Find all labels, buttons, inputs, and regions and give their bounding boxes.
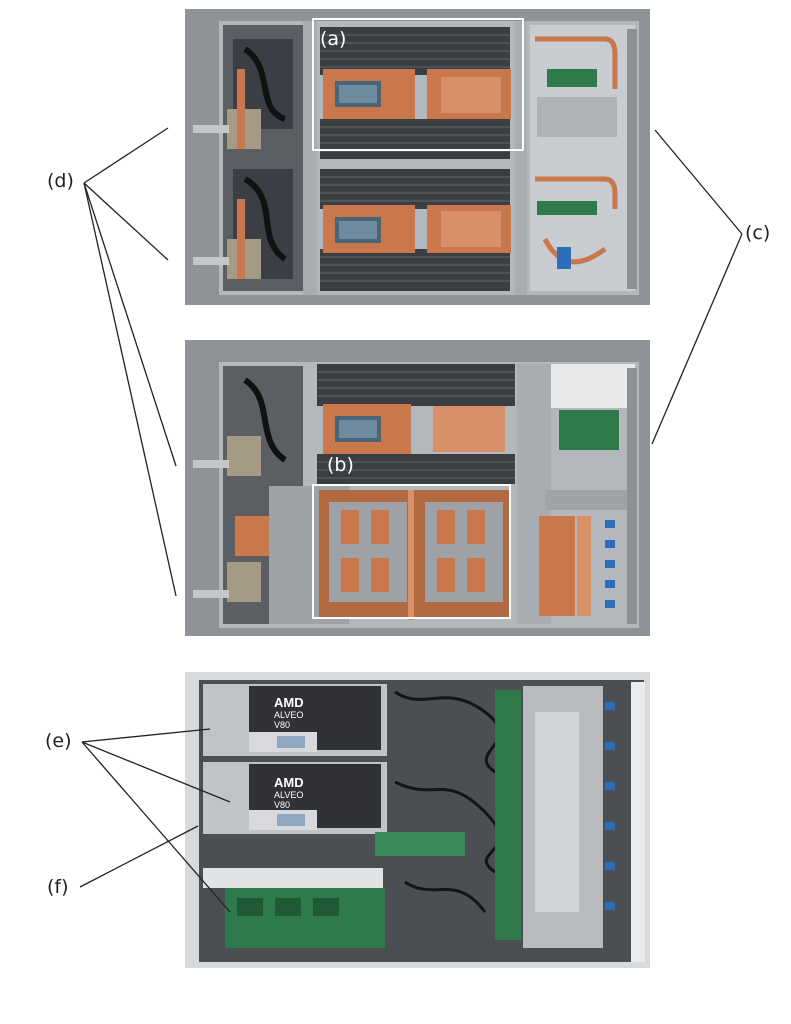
leader-line-c-1 <box>654 129 743 235</box>
card-1-label: AMD ALVEO V80 <box>274 695 334 731</box>
leader-line-e-1 <box>81 728 211 743</box>
leader-line-d-3 <box>83 182 177 467</box>
card-1-model-line2: V80 <box>274 720 291 730</box>
highlight-box-b <box>312 484 511 619</box>
card-2-model-line2: V80 <box>274 800 291 810</box>
card-1-brand: AMD <box>274 695 304 710</box>
server-photo-middle <box>185 340 650 636</box>
leader-line-e-2 <box>81 741 231 803</box>
label-f: (f) <box>47 876 69 898</box>
leader-line-c-2 <box>651 233 743 445</box>
leader-line-d-4 <box>83 182 177 597</box>
highlight-box-a <box>312 18 524 151</box>
label-b: (b) <box>327 454 354 476</box>
server-photo-bottom-image <box>185 672 650 968</box>
leader-line-d-1 <box>83 127 169 184</box>
leader-line-e-3 <box>81 741 231 913</box>
label-a: (a) <box>320 28 347 50</box>
leader-line-d-2 <box>83 182 169 261</box>
card-2-label: AMD ALVEO V80 <box>274 775 334 811</box>
label-e: (e) <box>45 730 72 752</box>
leader-line-f <box>79 825 199 888</box>
label-c: (c) <box>745 222 771 244</box>
card-2-brand: AMD <box>274 775 304 790</box>
card-1-model-line1: ALVEO <box>274 710 304 720</box>
card-2-model-line1: ALVEO <box>274 790 304 800</box>
label-d: (d) <box>47 170 74 192</box>
server-photo-top-image <box>185 9 650 305</box>
server-photo-middle-image <box>185 340 650 636</box>
server-photo-bottom <box>185 672 650 968</box>
server-photo-top <box>185 9 650 305</box>
